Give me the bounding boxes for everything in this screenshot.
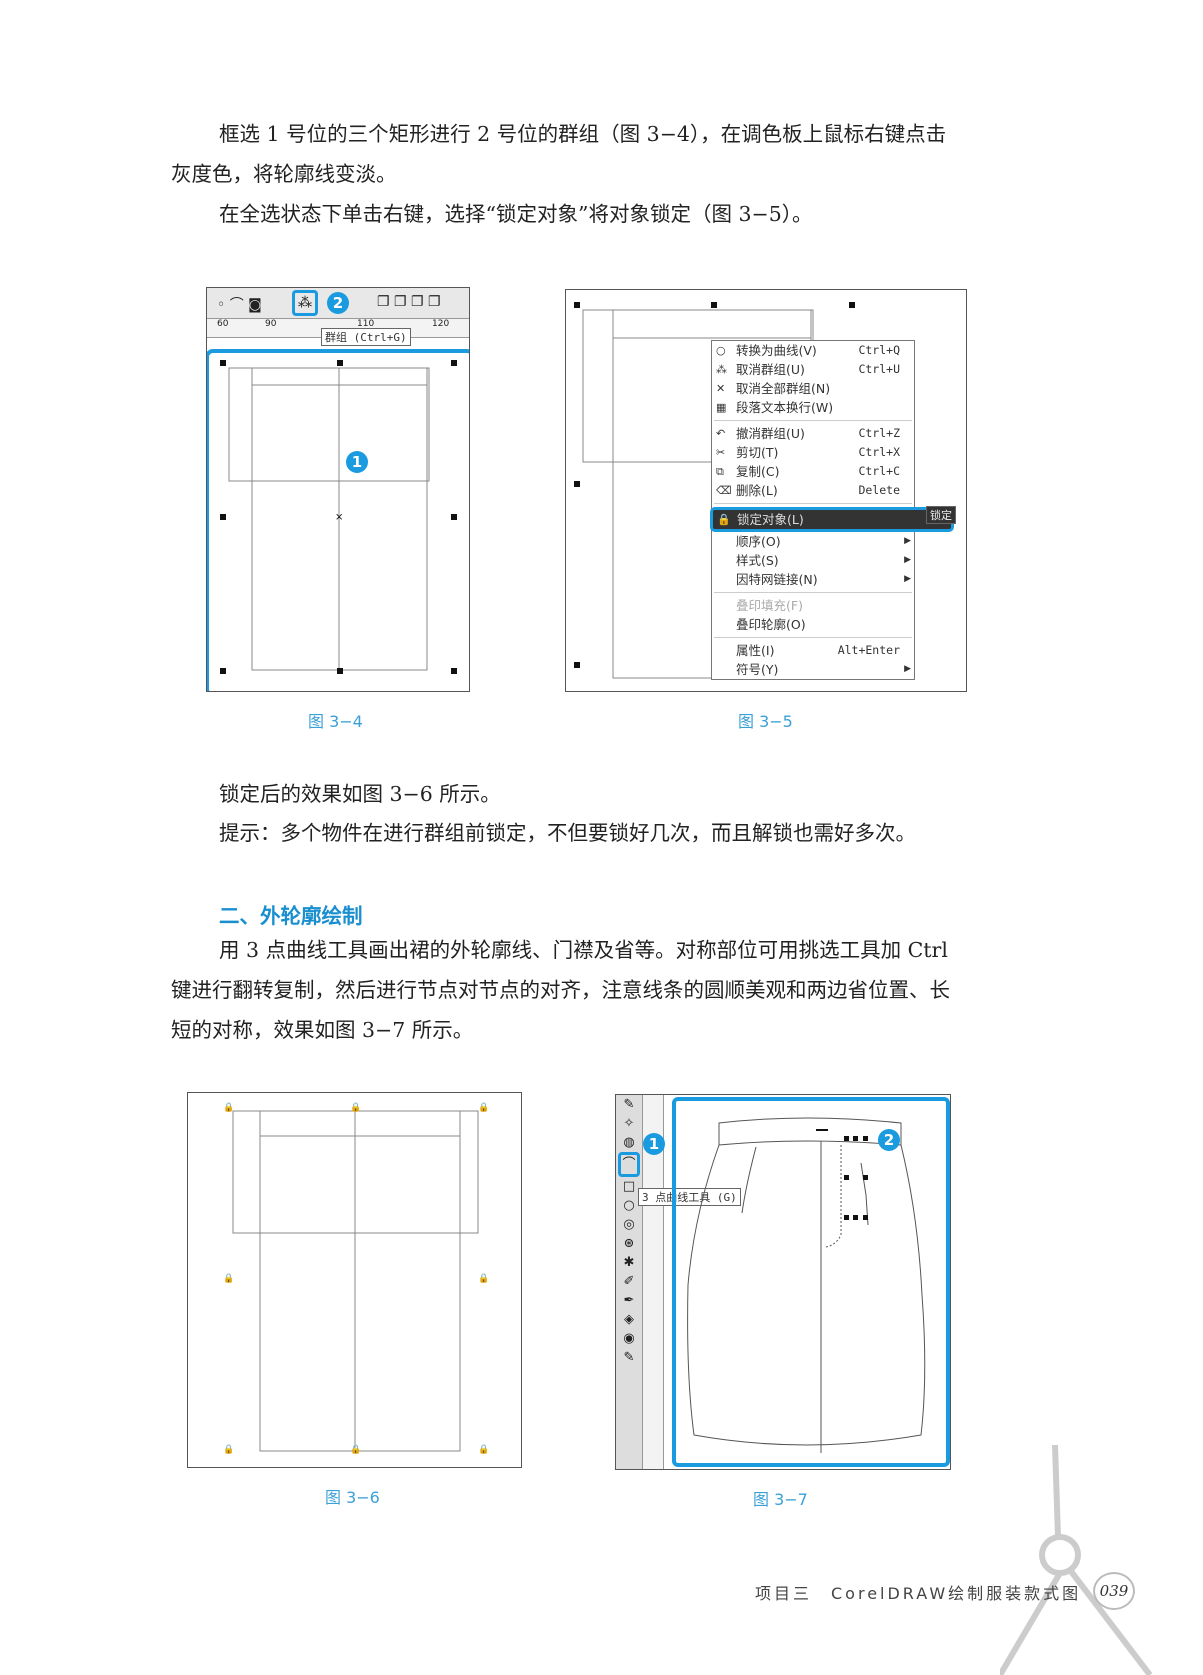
- submenu-arrow-icon: ▶: [904, 555, 911, 565]
- menu-item-icon: 🔒: [717, 513, 731, 526]
- menu-item-label: 复制(C): [736, 464, 780, 479]
- rectangles-drawing: ×: [220, 360, 457, 674]
- menu-item-shortcut: Ctrl+Q: [858, 343, 900, 357]
- menu-item[interactable]: 顺序(O) ▶: [712, 532, 914, 551]
- menu-item-shortcut: Delete: [858, 483, 900, 497]
- paragraph: 锁定后的效果如图 3−6 所示。: [219, 782, 501, 806]
- svg-text:🔒: 🔒: [223, 1444, 234, 1455]
- menu-item-label: 叠印填充(F): [736, 598, 803, 613]
- paragraph: 框选 1 号位的三个矩形进行 2 号位的群组（图 3−4），在调色板上鼠标右键点…: [171, 122, 947, 186]
- svg-text:🔒: 🔒: [478, 1273, 489, 1284]
- menu-item-label: 剪切(T): [736, 445, 779, 460]
- menu-item-label: 因特网链接(N): [736, 572, 818, 587]
- menu-separator: [714, 503, 912, 504]
- menu-item[interactable]: ↶ 撤消群组(U) Ctrl+Z: [712, 424, 914, 443]
- menu-item[interactable]: 因特网链接(N) ▶: [712, 570, 914, 589]
- menu-item-shortcut: Ctrl+U: [858, 362, 900, 376]
- menu-item[interactable]: ▦ 段落文本换行(W): [712, 398, 914, 417]
- menu-item-label: 叠印轮廓(O): [736, 617, 806, 632]
- scissors-decoration: [1000, 1445, 1153, 1675]
- figure-3-7: ✎✧◍⌒□○◎⊛✱✐✒◈◉✎ 1 3 点曲线工具 (G) 2: [615, 1094, 951, 1470]
- tooltip: 3 点曲线工具 (G): [638, 1188, 741, 1206]
- menu-item[interactable]: ⁂ 取消群组(U) Ctrl+U: [712, 360, 914, 379]
- tooltip: 群组 (Ctrl+G): [321, 328, 411, 346]
- section-heading: 二、外轮廓绘制: [219, 904, 363, 928]
- side-label: 锁定: [926, 506, 956, 524]
- figure-caption: 图 3−6: [325, 1488, 380, 1507]
- menu-item-icon: ▦: [716, 401, 727, 414]
- paragraph: 在全选状态下单击右键，选择“锁定对象”将对象锁定（图 3−5）。: [219, 202, 813, 226]
- figure-3-6: 🔒 🔒 🔒 🔒 🔒 🔒 🔒 🔒: [187, 1092, 522, 1468]
- figure-caption: 图 3−4: [308, 712, 363, 731]
- menu-item[interactable]: ○ 转换为曲线(V) Ctrl+Q: [712, 341, 914, 360]
- menu-item-label: 取消全部群组(N): [736, 381, 831, 396]
- menu-item-label: 属性(I): [736, 643, 775, 658]
- toolbox: ✎✧◍⌒□○◎⊛✱✐✒◈◉✎: [616, 1095, 643, 1469]
- menu-item[interactable]: 样式(S) ▶: [712, 551, 914, 570]
- figure-3-5: ○ 转换为曲线(V) Ctrl+Q ⁂ 取消群组(U) Ctrl+U ✕ 取消全部群组(N) ▦…: [565, 289, 967, 692]
- svg-text:🔒: 🔒: [478, 1102, 489, 1113]
- menu-separator: [714, 592, 912, 593]
- svg-text:🔒: 🔒: [223, 1273, 234, 1284]
- svg-text:🔒: 🔒: [223, 1102, 234, 1113]
- menu-item[interactable]: ✂ 剪切(T) Ctrl+X: [712, 443, 914, 462]
- paragraph: 用 3 点曲线工具画出裙的外轮廓线、门襟及省等。对称部位可用挑选工具加 Ctrl…: [171, 938, 950, 1042]
- menu-item[interactable]: 叠印轮廓(O): [712, 615, 914, 634]
- svg-text:🔒: 🔒: [350, 1444, 361, 1455]
- skirt-drawing: [687, 1117, 926, 1453]
- badge-1: 1: [643, 1133, 665, 1155]
- menu-item-icon: ✂: [716, 446, 726, 459]
- locked-rectangles-drawing: 🔒 🔒 🔒 🔒 🔒 🔒 🔒 🔒: [223, 1102, 489, 1455]
- selection-highlight: [672, 1097, 950, 1467]
- badge-2: 2: [327, 292, 349, 314]
- svg-text:🔒: 🔒: [350, 1102, 361, 1113]
- badge-1: 1: [346, 451, 368, 473]
- menu-item-shortcut: Ctrl+C: [858, 464, 900, 478]
- menu-item-label: 段落文本换行(W): [736, 400, 834, 415]
- menu-item[interactable]: 🔒 锁定对象(L): [710, 507, 954, 532]
- menu-item-label: 顺序(O): [736, 534, 781, 549]
- menu-item[interactable]: 属性(I) Alt+Enter: [712, 641, 914, 660]
- submenu-arrow-icon: ▶: [904, 574, 911, 584]
- menu-item-label: 撤消群组(U): [736, 426, 805, 441]
- menu-item[interactable]: ⌫ 删除(L) Delete: [712, 481, 914, 500]
- submenu-arrow-icon: ▶: [904, 664, 911, 674]
- menu-item[interactable]: 叠印填充(F): [712, 596, 914, 615]
- menu-item-shortcut: Alt+Enter: [837, 643, 900, 657]
- menu-item-icon: ⧉: [716, 465, 724, 478]
- menu-item-shortcut: Ctrl+Z: [858, 426, 900, 440]
- menu-item-label: 锁定对象(L): [737, 512, 804, 527]
- menu-item-label: 删除(L): [736, 483, 778, 498]
- svg-text:🔒: 🔒: [478, 1444, 489, 1455]
- menu-item-shortcut: Ctrl+X: [858, 445, 900, 459]
- context-menu: ○ 转换为曲线(V) Ctrl+Q ⁂ 取消群组(U) Ctrl+U ✕ 取消全部群组(N) ▦…: [710, 340, 954, 680]
- badge-2: 2: [878, 1129, 900, 1151]
- page-number: 039: [1093, 1572, 1135, 1610]
- svg-text:×: ×: [335, 512, 343, 523]
- menu-item-icon: ⁂: [716, 363, 727, 376]
- menu-item-icon: ○: [716, 344, 726, 357]
- menu-item-label: 取消群组(U): [736, 362, 805, 377]
- menu-item-icon: ✕: [716, 382, 726, 395]
- menu-item-icon: ↶: [716, 427, 726, 440]
- toolbar: ◦ ⌒ ◙ ⁂ 2 ❐ ❐ ❐ ❐: [207, 288, 469, 319]
- 3-point-curve-tool[interactable]: ⌒: [618, 1152, 640, 1177]
- footer-title: 项目三 CorelDRAW绘制服装款式图: [755, 1584, 1082, 1603]
- figure-caption: 图 3−7: [753, 1490, 808, 1509]
- paragraph: 提示：多个物件在进行群组前锁定，不但要锁好几次，而且解锁也需好多次。: [219, 821, 916, 845]
- submenu-arrow-icon: ▶: [904, 536, 911, 546]
- menu-item-label: 转换为曲线(V): [736, 343, 817, 358]
- selection-highlight: [207, 349, 469, 691]
- figure-3-4: ◦ ⌒ ◙ ⁂ 2 ❐ ❐ ❐ ❐ 60 90 110 120 群组 (Ctrl…: [206, 287, 470, 692]
- menu-separator: [714, 637, 912, 638]
- menu-item[interactable]: 符号(Y) ▶: [712, 660, 914, 679]
- menu-item-label: 样式(S): [736, 553, 779, 568]
- menu-item[interactable]: ✕ 取消全部群组(N): [712, 379, 914, 398]
- menu-item[interactable]: ⧉ 复制(C) Ctrl+C: [712, 462, 914, 481]
- menu-item-icon: ⌫: [716, 484, 732, 497]
- figure-caption: 图 3−5: [738, 712, 793, 731]
- group-button[interactable]: ⁂: [292, 290, 318, 316]
- menu-separator: [714, 420, 912, 421]
- menu-item-label: 符号(Y): [736, 662, 779, 677]
